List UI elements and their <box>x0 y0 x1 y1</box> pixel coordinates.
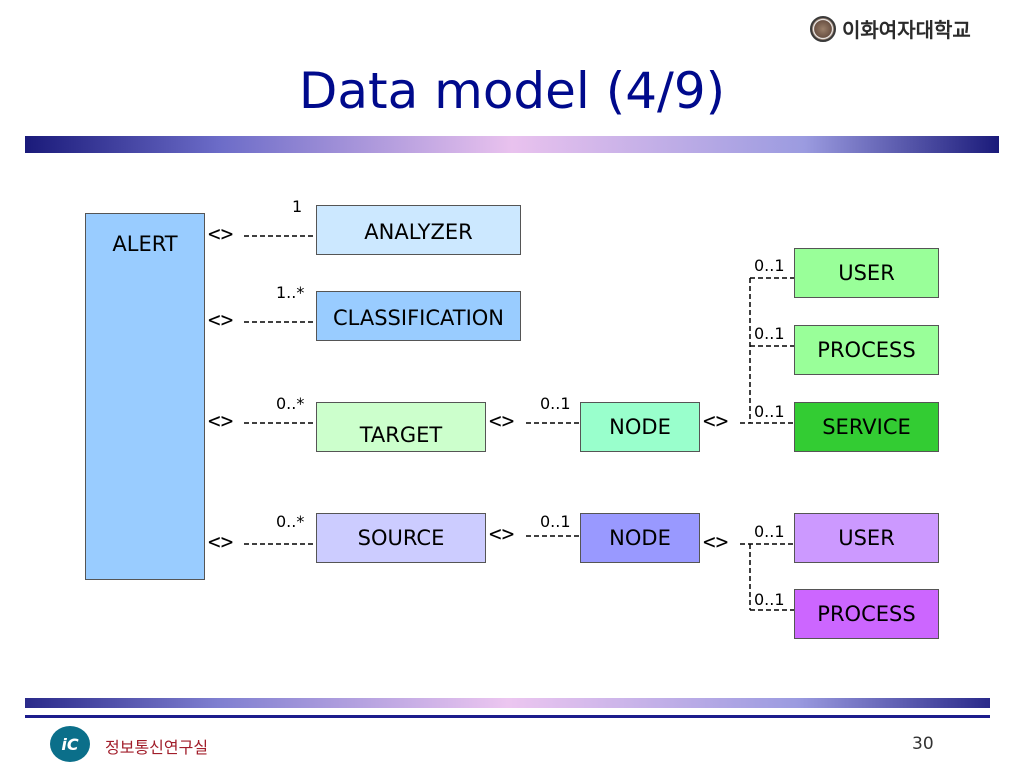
process-class-box-1: PROCESS <box>794 325 939 375</box>
multiplicity-process-2: 0..1 <box>754 590 785 609</box>
alert-class-box: ALERT <box>85 213 205 580</box>
aggregation-symbol-source: <> <box>208 530 234 554</box>
analyzer-class-box: ANALYZER <box>316 205 521 255</box>
university-name: 이화여자대학교 <box>842 18 971 42</box>
node-target-class-box: NODE <box>580 402 700 452</box>
classification-label: CLASSIFICATION <box>333 306 504 330</box>
alert-label: ALERT <box>112 232 178 256</box>
user-class-box-1: USER <box>794 248 939 298</box>
service-label: SERVICE <box>822 415 911 439</box>
university-logo: 이화여자대학교 <box>810 14 971 43</box>
page-number: 30 <box>912 734 934 754</box>
multiplicity-user-1: 0..1 <box>754 256 785 275</box>
footer-divider-line <box>25 715 990 718</box>
title-divider-bar <box>25 136 999 153</box>
aggregation-symbol-node-source-tree: <> <box>703 530 729 554</box>
aggregation-symbol-target-node: <> <box>489 409 515 433</box>
multiplicity-analyzer: 1 <box>292 197 303 216</box>
process-class-box-2: PROCESS <box>794 589 939 639</box>
user-class-box-2: USER <box>794 513 939 563</box>
footer-divider-bar <box>25 698 990 708</box>
multiplicity-classification: 1..* <box>276 283 305 302</box>
university-seal-icon <box>810 15 836 42</box>
aggregation-symbol-node-tree: <> <box>703 409 729 433</box>
multiplicity-target: 0..* <box>276 394 305 413</box>
multiplicity-process-1: 0..1 <box>754 324 785 343</box>
target-label: TARGET <box>359 423 443 447</box>
process-label-1: PROCESS <box>817 338 916 362</box>
lab-logo-icon: iC <box>50 726 90 762</box>
node-source-label: NODE <box>609 526 671 550</box>
analyzer-label: ANALYZER <box>364 220 473 244</box>
node-source-class-box: NODE <box>580 513 700 563</box>
aggregation-symbol-analyzer: <> <box>208 222 234 246</box>
aggregation-symbol-classification: <> <box>208 308 234 332</box>
lab-name: 정보통신연구실 <box>105 738 209 757</box>
multiplicity-node-source: 0..1 <box>540 512 571 531</box>
source-label: SOURCE <box>357 526 445 550</box>
target-class-box: TARGET <box>316 402 486 452</box>
process-label-2: PROCESS <box>817 602 916 626</box>
node-target-label: NODE <box>609 415 671 439</box>
source-class-box: SOURCE <box>316 513 486 563</box>
aggregation-symbol-source-node: <> <box>489 522 515 546</box>
classification-class-box: CLASSIFICATION <box>316 291 521 341</box>
user-label-1: USER <box>838 261 895 285</box>
slide-title: Data model (4/9) <box>298 62 726 120</box>
aggregation-symbol-target: <> <box>208 409 234 433</box>
multiplicity-service: 0..1 <box>754 402 785 421</box>
multiplicity-source: 0..* <box>276 512 305 531</box>
multiplicity-user-2: 0..1 <box>754 522 785 541</box>
user-label-2: USER <box>838 526 895 550</box>
multiplicity-node-target: 0..1 <box>540 394 571 413</box>
service-class-box: SERVICE <box>794 402 939 452</box>
